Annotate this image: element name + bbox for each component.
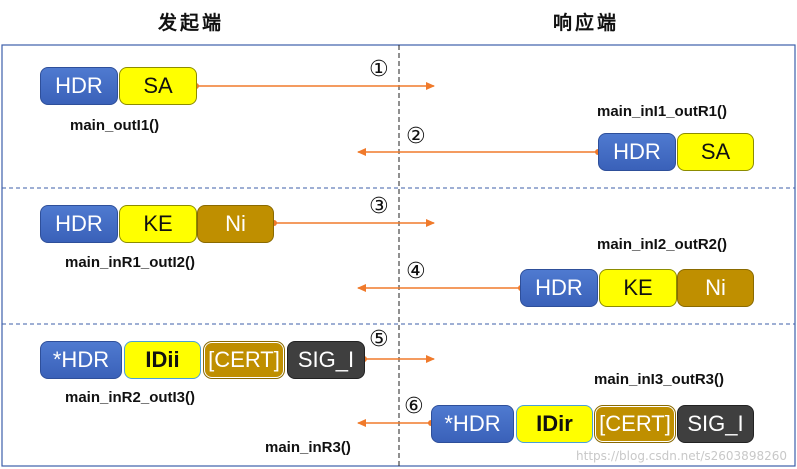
step3-ke-block: KE — [119, 205, 197, 243]
step5-number: ⑤ — [369, 327, 389, 352]
step2-sa-block: SA — [677, 133, 754, 171]
step6-idir-block: IDir — [516, 405, 593, 443]
initiator-title: 发起端 — [158, 12, 225, 34]
step6-number: ⑥ — [404, 394, 424, 419]
step5-sig-block: SIG_I — [287, 341, 365, 379]
step6-hdr-block: *HDR — [431, 405, 514, 443]
step5-idii-block: IDii — [124, 341, 201, 379]
step1-function-label: main_outI1() — [70, 117, 160, 134]
step6-sig-block: SIG_I — [677, 405, 754, 443]
responder-title: 响应端 — [553, 12, 620, 34]
step6-function-label: main_inI3_outR3() — [594, 371, 725, 388]
step2-function-label: main_inI1_outR1() — [597, 103, 728, 120]
step4-hdr-block: HDR — [520, 269, 598, 307]
final-function-label: main_inR3() — [265, 439, 351, 456]
step4-ke-block: KE — [599, 269, 677, 307]
step3-function-label: main_inR1_outI2() — [65, 254, 196, 271]
step3-number: ③ — [369, 194, 389, 219]
step2-number: ② — [406, 124, 426, 149]
step1-number: ① — [369, 57, 389, 82]
step3-hdr-block: HDR — [40, 205, 118, 243]
step1-hdr-block: HDR — [40, 67, 118, 105]
step2-hdr-block: HDR — [598, 133, 676, 171]
watermark: https://blog.csdn.net/s2603898260 — [576, 449, 787, 463]
step4-function-label: main_inI2_outR2() — [597, 236, 728, 253]
step3-ni-block: Ni — [197, 205, 274, 243]
step1-sa-block: SA — [119, 67, 197, 105]
step5-cert-block: [CERT] — [203, 341, 285, 379]
step4-number: ④ — [406, 259, 426, 284]
step5-hdr-block: *HDR — [40, 341, 122, 379]
step6-cert-block: [CERT] — [594, 405, 676, 443]
step4-ni-block: Ni — [677, 269, 754, 307]
step5-function-label: main_inR2_outI3() — [65, 389, 196, 406]
